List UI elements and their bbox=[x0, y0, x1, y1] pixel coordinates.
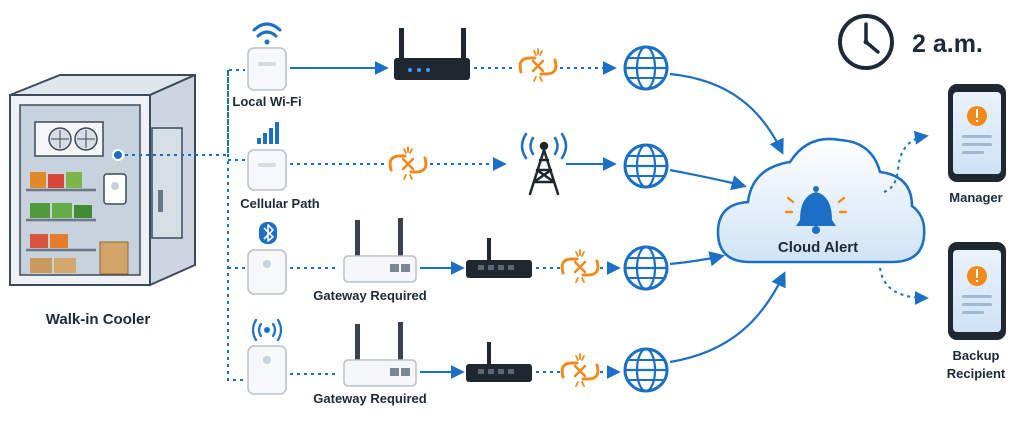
link-globe3-cloud bbox=[669, 251, 726, 267]
bluetooth-sensor-device bbox=[247, 249, 287, 295]
wifi-router-icon bbox=[394, 28, 470, 80]
link-globe4-cloud bbox=[669, 271, 786, 364]
link-cloud-manager bbox=[883, 130, 929, 193]
cooler-trunk-links bbox=[118, 69, 245, 381]
wifi-icon bbox=[252, 22, 282, 45]
backup-label-line1: Backup bbox=[953, 348, 1000, 363]
backup-phone-icon bbox=[948, 242, 1006, 340]
broken-link-icon bbox=[560, 353, 600, 387]
manager-phone-icon bbox=[948, 84, 1006, 182]
globe-icon bbox=[623, 347, 669, 393]
globe-icon bbox=[623, 45, 669, 91]
broken-link-icon bbox=[560, 249, 600, 283]
wifi-sensor-device bbox=[247, 47, 287, 91]
time-label: 2 a.m. bbox=[912, 30, 983, 58]
gateway-device-icon bbox=[343, 218, 417, 283]
link-globe2-cloud bbox=[669, 168, 747, 191]
gateway-device-icon bbox=[343, 322, 417, 387]
link-cloud-backup bbox=[879, 267, 929, 305]
path-label-gateway-radio: Gateway Required bbox=[313, 391, 426, 406]
router-icon bbox=[466, 238, 532, 278]
router-icon bbox=[466, 342, 532, 382]
broken-link-icon bbox=[518, 48, 558, 82]
radio-waves-icon bbox=[251, 318, 283, 342]
path-label-cellular: Cellular Path bbox=[240, 196, 320, 211]
bluetooth-icon bbox=[259, 222, 277, 244]
globe-icon bbox=[623, 143, 669, 189]
signal-bars-icon bbox=[257, 122, 279, 144]
link-globe1-cloud bbox=[669, 72, 784, 155]
backup-label-line2: Recipient bbox=[947, 366, 1006, 381]
path-label-local-wifi: Local Wi-Fi bbox=[232, 94, 301, 109]
cellular-sensor-device bbox=[247, 149, 287, 191]
radio-sensor-device bbox=[247, 345, 287, 395]
globe-icon bbox=[623, 245, 669, 291]
manager-label: Manager bbox=[949, 190, 1002, 205]
broken-link-icon bbox=[388, 146, 428, 180]
cloud-alert-label: Cloud Alert bbox=[778, 239, 858, 256]
cell-tower-icon bbox=[520, 132, 568, 196]
bell-icon bbox=[784, 186, 848, 234]
path-label-gateway-bluetooth: Gateway Required bbox=[313, 288, 426, 303]
cooler-label: Walk-in Cooler bbox=[46, 311, 151, 328]
walk-in-cooler-icon bbox=[9, 73, 196, 287]
clock-icon bbox=[838, 14, 894, 70]
